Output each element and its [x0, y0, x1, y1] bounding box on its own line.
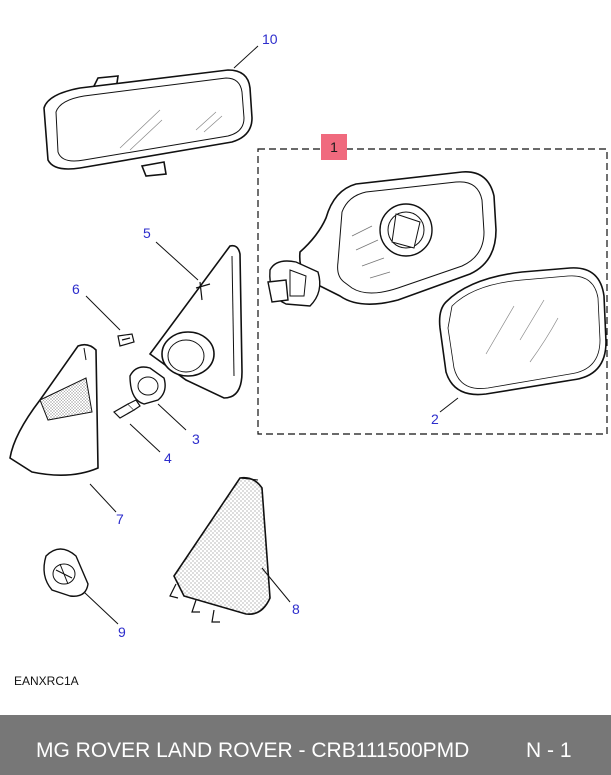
- footer-page-number: N - 1: [526, 739, 572, 762]
- callout-10: 10: [262, 31, 278, 47]
- parts-diagram: [9, 45, 608, 625]
- leader-10: [233, 45, 259, 69]
- leader-4: [129, 423, 161, 453]
- leader-7: [89, 483, 117, 513]
- callout-4: 4: [164, 450, 172, 466]
- callout-8: 8: [292, 601, 300, 617]
- diagram-code: EANXRC1A: [14, 674, 79, 688]
- rear-view-mirror: [43, 69, 253, 177]
- door-mirror-housing: [298, 171, 497, 305]
- leader-6: [85, 295, 121, 331]
- callout-2: 2: [431, 411, 439, 427]
- leader-5: [155, 241, 199, 281]
- motor-cover-cap: [43, 548, 89, 597]
- callout-5: 5: [143, 225, 151, 241]
- clamp-ring: [129, 366, 166, 405]
- screw-4: [113, 399, 141, 419]
- callout-9: 9: [118, 624, 126, 640]
- mirror-base-bracket: [148, 244, 243, 399]
- mirror-glass: [438, 267, 607, 396]
- screw-6: [117, 333, 135, 347]
- inner-trim-cover: [9, 343, 99, 476]
- leader-3: [157, 403, 187, 431]
- callout-6: 6: [72, 281, 80, 297]
- callout-1: 1: [321, 134, 347, 160]
- leader-2: [439, 397, 459, 413]
- footer-bar: MG ROVER LAND ROVER - CRB111500PMD N - 1: [0, 715, 611, 775]
- assembly-boundary: [257, 148, 608, 435]
- callout-7: 7: [116, 511, 124, 527]
- exterior-trim-cover: [169, 476, 271, 623]
- footer-title: MG ROVER LAND ROVER - CRB111500PMD: [36, 739, 470, 762]
- callout-3: 3: [192, 431, 200, 447]
- leader-8: [261, 567, 291, 603]
- mirror-motor: [267, 260, 321, 307]
- leader-9: [83, 591, 119, 625]
